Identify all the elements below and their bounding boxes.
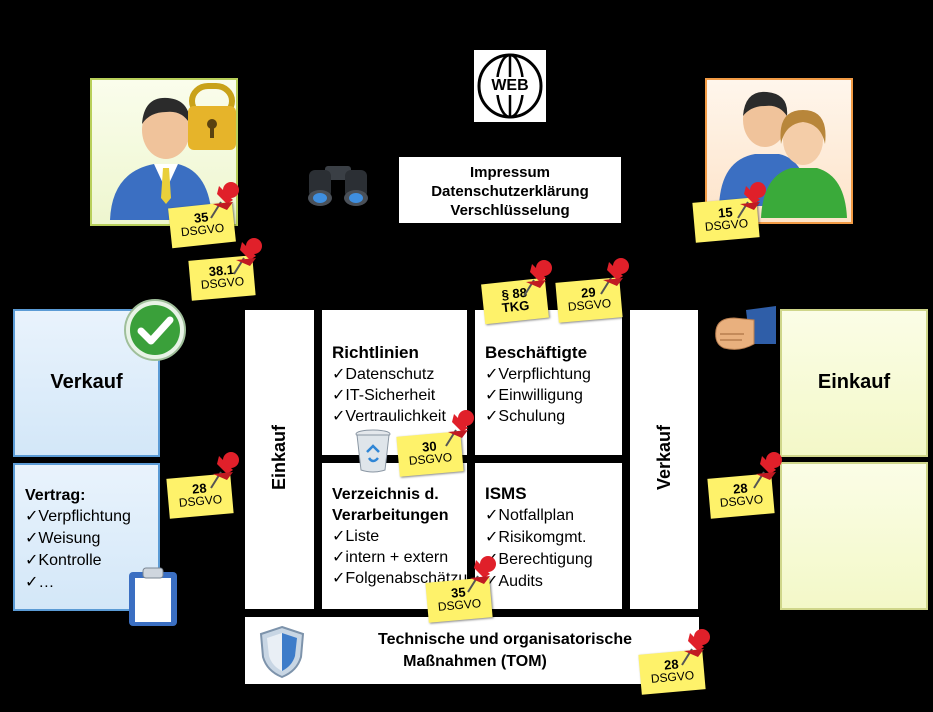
richtlinien-item: ✓IT-Sicherheit [332, 387, 436, 404]
verkauf-panel-label: Verkauf [50, 371, 123, 393]
beschaeftigte-item: ✓Verpflichtung [485, 366, 591, 383]
richtlinien-title: Richtlinien [332, 343, 419, 362]
beschaeftigte-item: ✓Schulung [485, 408, 566, 425]
richtlinien-item: ✓Vertraulichkeit [332, 408, 446, 425]
web-label: WEB [491, 77, 529, 94]
globe-icon [477, 53, 543, 119]
richtlinien-box: Richtlinien ✓Datenschutz ✓IT-Sicherheit … [322, 310, 467, 455]
binoculars-icon [308, 166, 368, 206]
isms-item: ✓Risikomgmt. [485, 529, 587, 546]
impressum-label: Impressum [469, 164, 551, 181]
pushpin-icon [233, 238, 262, 275]
verzeichnis-title-2: Verarbeitungen [332, 507, 449, 524]
tom-title-line2: Maßnahmen (TOM) [403, 653, 547, 670]
beschaeftigte-title: Beschäftigte [485, 343, 588, 362]
einkauf-lower-panel [780, 462, 928, 610]
pushpin-icon [210, 182, 239, 219]
pushpin-icon [210, 452, 239, 489]
einkauf-panel: Einkauf [780, 309, 928, 457]
einkauf-column-label: Einkauf [269, 425, 289, 491]
pushpin-icon [445, 410, 474, 447]
einkauf-column: Einkauf [245, 310, 314, 609]
contract-title: Vertrag: [25, 487, 86, 504]
pushpin-icon [523, 260, 552, 297]
einkauf-panel-label: Einkauf [817, 371, 891, 393]
isms-title: ISMS [485, 484, 527, 503]
tom-title-line1: Technische und organisatorische [378, 631, 632, 648]
clipboard-icon [129, 567, 177, 626]
pushpin-icon [681, 629, 710, 666]
shield-icon [259, 625, 305, 679]
pushpin-icon [467, 556, 496, 593]
people-icon [719, 91, 847, 218]
contract-item: ✓Kontrolle [25, 552, 102, 569]
verzeichnis-title: Verzeichnis d. [332, 486, 439, 503]
verschluesselung-label: Verschlüsselung [450, 202, 570, 219]
pushpin-icon [753, 452, 782, 489]
datenschutzerklaerung-label: Datenschutzerklärung [431, 183, 589, 200]
isms-item: ✓Berechtigung [485, 551, 593, 568]
recycle-bin-icon [355, 429, 391, 473]
beschaeftigte-box: Beschäftigte ✓Verpflichtung ✓Einwilligun… [475, 310, 622, 455]
checkmark-icon [124, 299, 186, 361]
pushpin-icon [737, 182, 766, 219]
web-icon-box: WEB [474, 50, 546, 122]
richtlinien-item: ✓Datenschutz [332, 366, 435, 383]
contract-item: ✓… [25, 574, 55, 591]
verkauf-column: Verkauf [630, 310, 698, 609]
contract-item: ✓Verpflichtung [25, 508, 131, 525]
officer-portrait [90, 78, 238, 226]
verkauf-column-label: Verkauf [654, 425, 674, 491]
handshake-icon [715, 306, 776, 350]
isms-item: ✓Audits [485, 573, 543, 590]
isms-box: ISMS ✓Notfallplan ✓Risikomgmt. ✓Berechti… [475, 463, 622, 609]
verzeichnis-item: ✓intern + extern [332, 549, 449, 566]
contract-item: ✓Weisung [25, 530, 101, 547]
web-links-box: Impressum Datenschutzerklärung Verschlüs… [399, 157, 621, 223]
pushpin-icon [600, 258, 629, 295]
verzeichnis-item: ✓Liste [332, 528, 380, 545]
tom-box: Technische und organisatorische Maßnahme… [245, 617, 699, 684]
isms-item: ✓Notfallplan [485, 507, 575, 524]
beschaeftigte-item: ✓Einwilligung [485, 387, 583, 404]
